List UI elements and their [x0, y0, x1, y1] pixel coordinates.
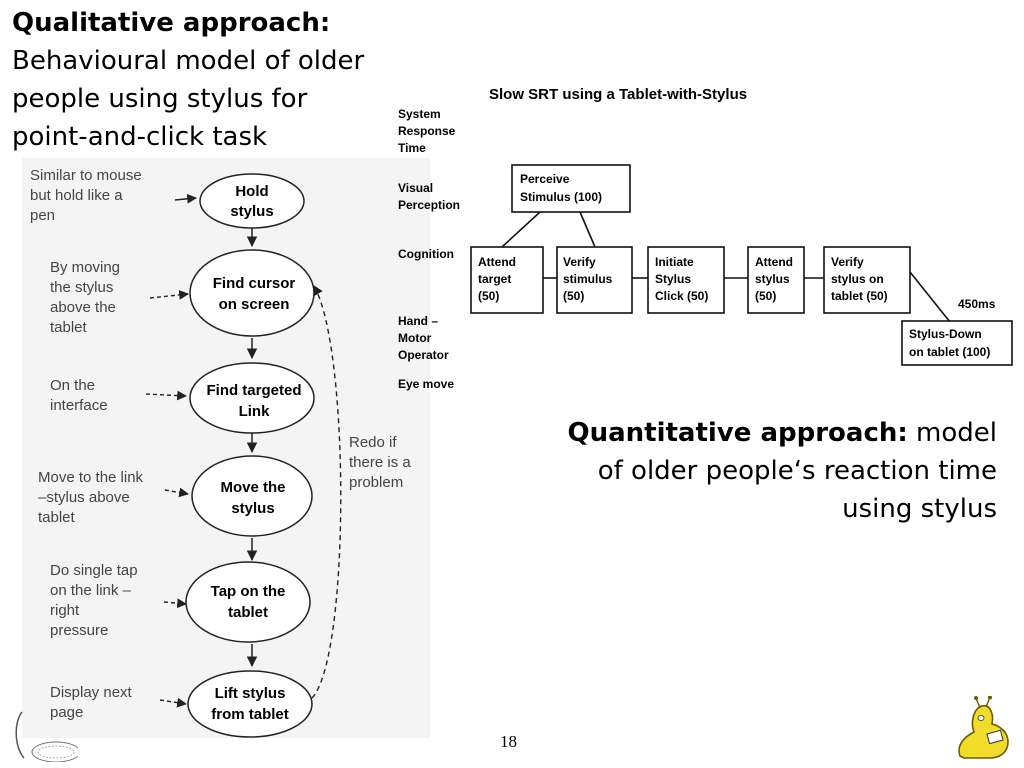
svg-text:(50): (50) [755, 289, 776, 303]
svg-text:Initiate: Initiate [655, 255, 694, 269]
flow-note-6: Display next page [50, 684, 132, 721]
flow-note-5: Do single tap on the link – right pressu… [50, 562, 138, 639]
flow-step-2-line1: Find cursor [213, 275, 296, 292]
klm-box-verify-stimulus: Verify stimulus (50) [556, 246, 633, 314]
klm-total-time: 450ms [958, 297, 996, 311]
flow-note-4: Move to the link –stylus above tablet [38, 469, 144, 526]
klm-row-visual-perception: Visual Perception [398, 181, 461, 212]
behavioural-flow-diagram: Hold stylus Find cursor on screen Find t… [22, 158, 430, 738]
flow-step-3-line1: Find targeted [206, 382, 301, 399]
page-number: 18 [500, 732, 517, 751]
svg-text:stimulus: stimulus [563, 272, 613, 286]
flow-step-4-line2: stylus [231, 500, 274, 517]
flow-step-6-line2: from tablet [211, 706, 289, 723]
qualitative-text-line-3: point-and-click task [12, 122, 268, 152]
klm-connectors [501, 211, 951, 323]
flow-step-5-line2: tablet [228, 604, 268, 621]
flow-step-2: Find cursor on screen [189, 249, 315, 337]
svg-text:Click (50): Click (50) [655, 289, 708, 303]
flow-step-5: Tap on the tablet [185, 561, 311, 643]
redo-loop-arrow [311, 285, 342, 699]
flow-step-5-line1: Tap on the [211, 583, 286, 600]
quantitative-text-line-1: model [916, 418, 997, 448]
svg-text:tablet (50): tablet (50) [831, 289, 888, 303]
qualitative-text-line-2: people using stylus for [12, 84, 308, 114]
quantitative-text-line-3: using stylus [842, 494, 997, 524]
flow-step-2-line2: on screen [219, 296, 290, 313]
redo-loop-label: Redo if there is a problem [349, 434, 411, 491]
qualitative-title: Qualitative approach: Behavioural model … [12, 4, 452, 156]
svg-text:(50): (50) [478, 289, 499, 303]
svg-text:Perceive: Perceive [520, 172, 570, 186]
svg-text:stylus: stylus [755, 272, 790, 286]
quantitative-heading: Quantitative approach: [567, 418, 908, 448]
klm-row-system-response-time: System Response Time [398, 107, 456, 155]
svg-text:Verify: Verify [831, 255, 864, 269]
note-arrows [145, 193, 197, 708]
klm-row-hand-motor-operator: Hand – Motor Operator [398, 314, 449, 362]
quantitative-text-line-2: of older people‘s reaction time [597, 456, 997, 486]
flow-step-3: Find targeted Link [189, 362, 315, 434]
svg-text:(50): (50) [563, 289, 584, 303]
klm-title: Slow SRT using a Tablet-with-Stylus [489, 86, 748, 103]
flow-step-4: Move the stylus [191, 455, 313, 537]
qualitative-text-line-1: Behavioural model of older [12, 46, 365, 76]
flow-step-1: Hold stylus [199, 173, 305, 229]
svg-text:Stylus-Down: Stylus-Down [909, 327, 982, 341]
flow-step-6: Lift stylus from tablet [187, 670, 313, 738]
qualitative-heading: Qualitative approach: [12, 8, 331, 38]
klm-box-perceive-stimulus: Perceive Stimulus (100) [511, 164, 631, 213]
flow-note-2: By moving the stylus above the tablet [50, 259, 121, 336]
klm-diagram: Perceive Stimulus (100) Attend target (5… [470, 164, 1013, 366]
svg-text:Attend: Attend [478, 255, 516, 269]
klm-row-cognition: Cognition [398, 247, 454, 261]
svg-text:Verify: Verify [563, 255, 596, 269]
svg-text:stylus on: stylus on [831, 272, 884, 286]
svg-text:Attend: Attend [755, 255, 793, 269]
klm-box-verify-stylus-on-tablet: Verify stylus on tablet (50) [823, 246, 911, 314]
svg-text:on tablet (100): on tablet (100) [909, 345, 990, 359]
klm-box-attend-stylus: Attend stylus (50) [747, 246, 805, 314]
flow-step-3-line2: Link [239, 403, 270, 420]
svg-text:Stimulus (100): Stimulus (100) [520, 190, 602, 204]
slug-mascot-logo [958, 696, 1009, 759]
svg-text:target: target [478, 272, 511, 286]
flow-step-6-line1: Lift stylus [215, 685, 286, 702]
flow-step-1-line2: stylus [230, 203, 273, 220]
flow-step-1-line1: Hold [235, 183, 268, 200]
klm-row-eye-move: Eye move [398, 377, 455, 391]
flow-step-4-line1: Move the [220, 479, 285, 496]
klm-box-attend-target: Attend target (50) [470, 246, 544, 314]
flow-note-3: On the interface [50, 377, 108, 414]
klm-box-stylus-down: Stylus-Down on tablet (100) [901, 320, 1013, 366]
flow-note-1: Similar to mouse but hold like a pen [30, 167, 142, 224]
svg-text:Stylus: Stylus [655, 272, 691, 286]
klm-box-initiate-stylus-click: Initiate Stylus Click (50) [647, 246, 725, 314]
quantitative-text: Quantitative approach: model of older pe… [477, 414, 997, 528]
university-seal-logo [15, 711, 78, 762]
